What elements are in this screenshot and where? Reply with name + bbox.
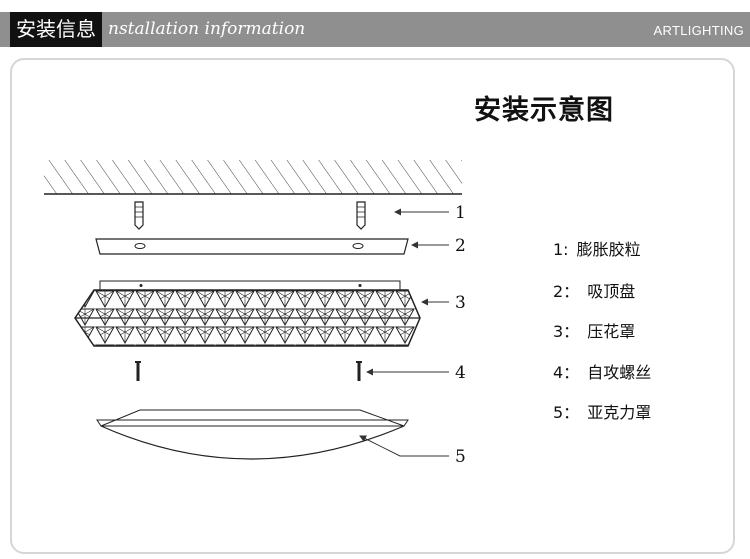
callout-5: 5 bbox=[455, 447, 466, 467]
legend-label: 吸顶盘 bbox=[587, 282, 636, 301]
ceiling-hatch bbox=[44, 160, 462, 195]
legend-label: 膨胀胶粒 bbox=[576, 240, 641, 259]
legend-number: 4： bbox=[553, 363, 580, 382]
embossed-cover bbox=[74, 280, 421, 347]
header-title-cn: 安装信息 bbox=[10, 12, 102, 47]
legend-number: 3： bbox=[553, 322, 580, 341]
legend-number: 5： bbox=[553, 403, 580, 422]
legend-item: 5： 亚克力罩 bbox=[553, 399, 651, 423]
legend-number: 2： bbox=[553, 282, 580, 301]
header-bar: 安装信息 nstallation information ARTLIGHTING bbox=[0, 12, 750, 47]
expansion-anchor-left bbox=[134, 201, 144, 230]
legend-item: 1: 膨胀胶粒 bbox=[553, 236, 641, 260]
brand-label: ARTLIGHTING bbox=[653, 23, 744, 38]
callout-3: 3 bbox=[455, 293, 466, 313]
legend-item: 2： 吸顶盘 bbox=[553, 278, 635, 302]
callout-2: 2 bbox=[455, 236, 466, 256]
legend-label: 压花罩 bbox=[587, 322, 636, 341]
callout-lines bbox=[359, 208, 449, 457]
header-title-en: nstallation information bbox=[108, 19, 306, 39]
legend-number: 1: bbox=[553, 240, 569, 259]
ceiling-plate bbox=[95, 238, 409, 255]
legend-item: 4： 自攻螺丝 bbox=[553, 359, 651, 383]
legend-item: 3： 压花罩 bbox=[553, 318, 635, 342]
acrylic-cover bbox=[96, 409, 409, 460]
diagram-title: 安装示意图 bbox=[474, 95, 614, 126]
screw-left bbox=[135, 361, 141, 381]
expansion-anchor-right bbox=[356, 201, 366, 230]
screw-right bbox=[356, 361, 362, 381]
callout-4: 4 bbox=[455, 363, 466, 383]
callout-1: 1 bbox=[455, 203, 466, 223]
legend-label: 自攻螺丝 bbox=[587, 363, 652, 382]
legend-label: 亚克力罩 bbox=[587, 403, 652, 422]
